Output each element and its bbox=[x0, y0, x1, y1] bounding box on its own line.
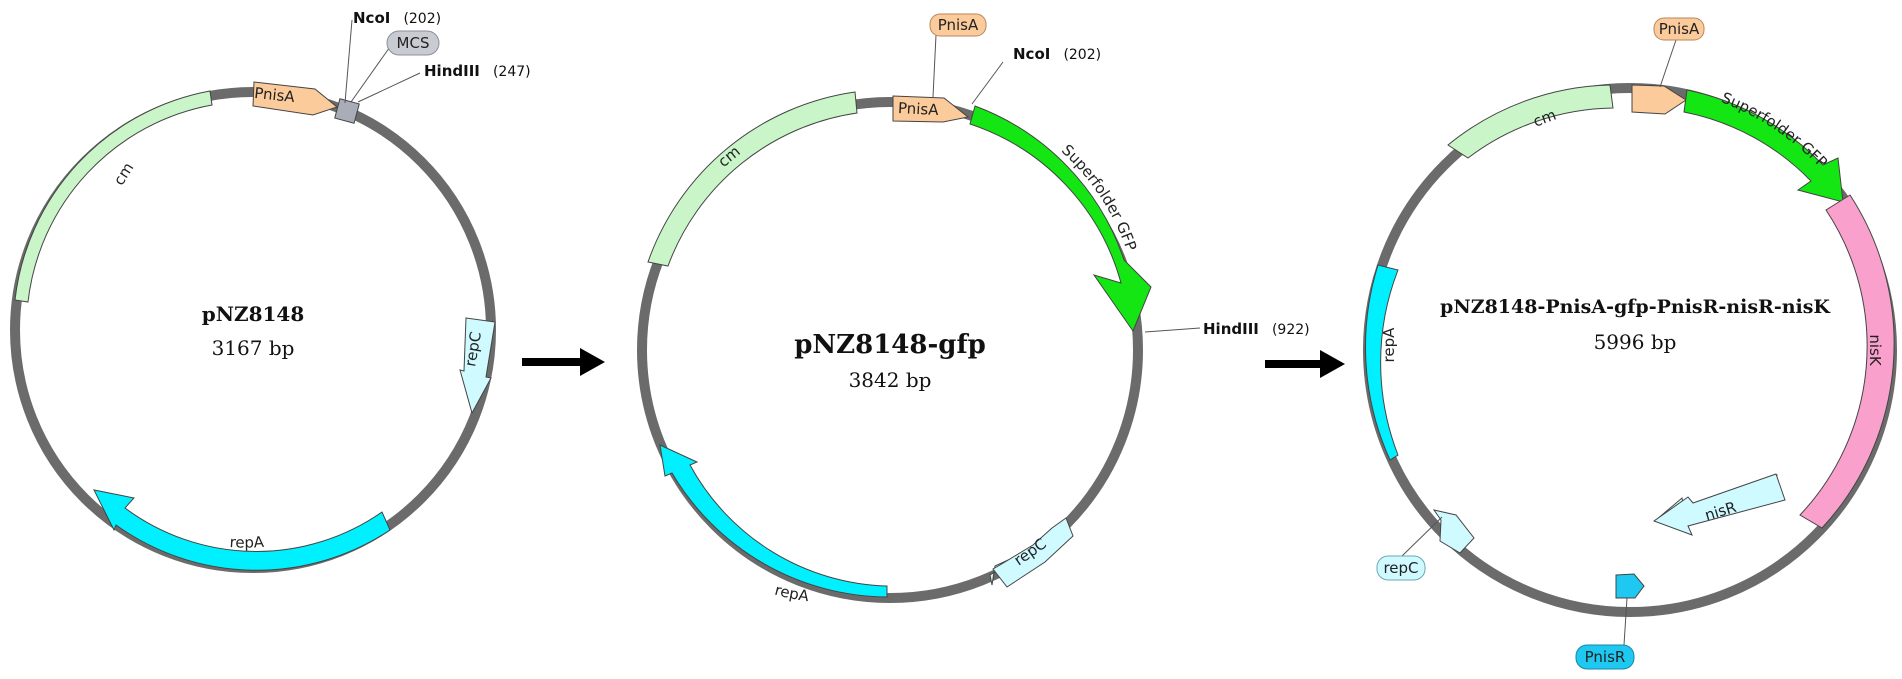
feature-gfp bbox=[969, 105, 1152, 333]
feature-gfp bbox=[1683, 89, 1844, 203]
feature-pnisa bbox=[1631, 84, 1687, 115]
repc-pill bbox=[1376, 555, 1426, 581]
leader-pnisa bbox=[932, 34, 937, 98]
feature-pnisr bbox=[1615, 573, 1645, 599]
plasmid-name: pNZ8148-PnisA-gfp-PnisR-nisR-nisK bbox=[1440, 296, 1831, 318]
plasmid-map-2: cm PnisA Superfolder GFP repC repA PnisA… bbox=[637, 13, 1310, 605]
feature-label-nisk: nisK bbox=[1866, 334, 1884, 366]
transition-arrow-1 bbox=[522, 348, 605, 376]
leader-pnisr bbox=[1623, 597, 1628, 646]
leader-pnisa bbox=[1659, 39, 1677, 88]
feature-label-gfp: Superfolder GFP bbox=[1058, 141, 1140, 253]
pnisa-pill-label: PnisA bbox=[938, 16, 979, 34]
feature-label-pnisa: PnisA bbox=[898, 99, 940, 119]
leader-hindiii bbox=[357, 72, 421, 103]
plasmid-map-3: cm Superfolder GFP nisK nisR repA PnisA … bbox=[1363, 17, 1897, 670]
feature-repa bbox=[93, 489, 391, 571]
feature-repc bbox=[1432, 509, 1475, 554]
mcs-pill bbox=[386, 30, 440, 56]
site-ncoi: NcoI (202) bbox=[353, 8, 441, 27]
transition-arrow-2 bbox=[1265, 350, 1345, 378]
feature-label-repa: repA bbox=[1380, 327, 1398, 363]
site-ncoi: NcoI (202) bbox=[1013, 44, 1101, 63]
site-hindiii: HindIII (247) bbox=[424, 61, 531, 80]
feature-repc bbox=[459, 317, 496, 415]
feature-cm bbox=[647, 91, 858, 267]
plasmid-map-1: cm PnisA repC repA NcoI (202) MCS HindII… bbox=[10, 8, 531, 573]
plasmid-size: 5996 bp bbox=[1594, 330, 1677, 354]
mcs-label: MCS bbox=[397, 34, 430, 52]
feature-pnisa bbox=[892, 95, 970, 123]
pnisr-pill-label: PnisR bbox=[1585, 648, 1626, 666]
site-hindiii: HindIII (922) bbox=[1203, 319, 1310, 338]
leader-ncoi bbox=[971, 61, 1004, 105]
feature-label-cm: cm bbox=[110, 159, 137, 188]
feature-label-repc: repC bbox=[461, 330, 485, 368]
leader-repc bbox=[1400, 516, 1443, 558]
feature-label-pnisa: PnisA bbox=[253, 84, 296, 106]
leader-hindiii bbox=[1144, 327, 1201, 333]
feature-label-repa: repA bbox=[229, 533, 265, 552]
feature-repa bbox=[659, 444, 888, 598]
pnisa-pill bbox=[929, 13, 987, 37]
feature-repa bbox=[1365, 264, 1399, 461]
backbone-circle bbox=[637, 97, 1143, 603]
pnisa-pill-label: PnisA bbox=[1659, 20, 1700, 38]
mcs-block bbox=[334, 98, 360, 124]
leader-ncoi bbox=[344, 19, 353, 104]
plasmid-name: pNZ8148-gfp bbox=[794, 330, 986, 360]
leader-mcs bbox=[350, 43, 393, 103]
plasmid-name: pNZ8148 bbox=[202, 302, 305, 326]
pnisa-pill bbox=[1653, 17, 1705, 41]
repc-pill-label: repC bbox=[1383, 559, 1418, 577]
pnisr-pill bbox=[1575, 644, 1635, 670]
plasmid-size: 3842 bp bbox=[849, 368, 932, 392]
feature-nisk bbox=[1799, 194, 1895, 529]
plasmid-size: 3167 bp bbox=[212, 336, 295, 360]
feature-cm bbox=[1447, 84, 1614, 159]
feature-pnisa bbox=[252, 81, 339, 116]
feature-cm bbox=[14, 90, 213, 303]
feature-label-gfp: Superfolder GFP bbox=[1719, 89, 1831, 172]
